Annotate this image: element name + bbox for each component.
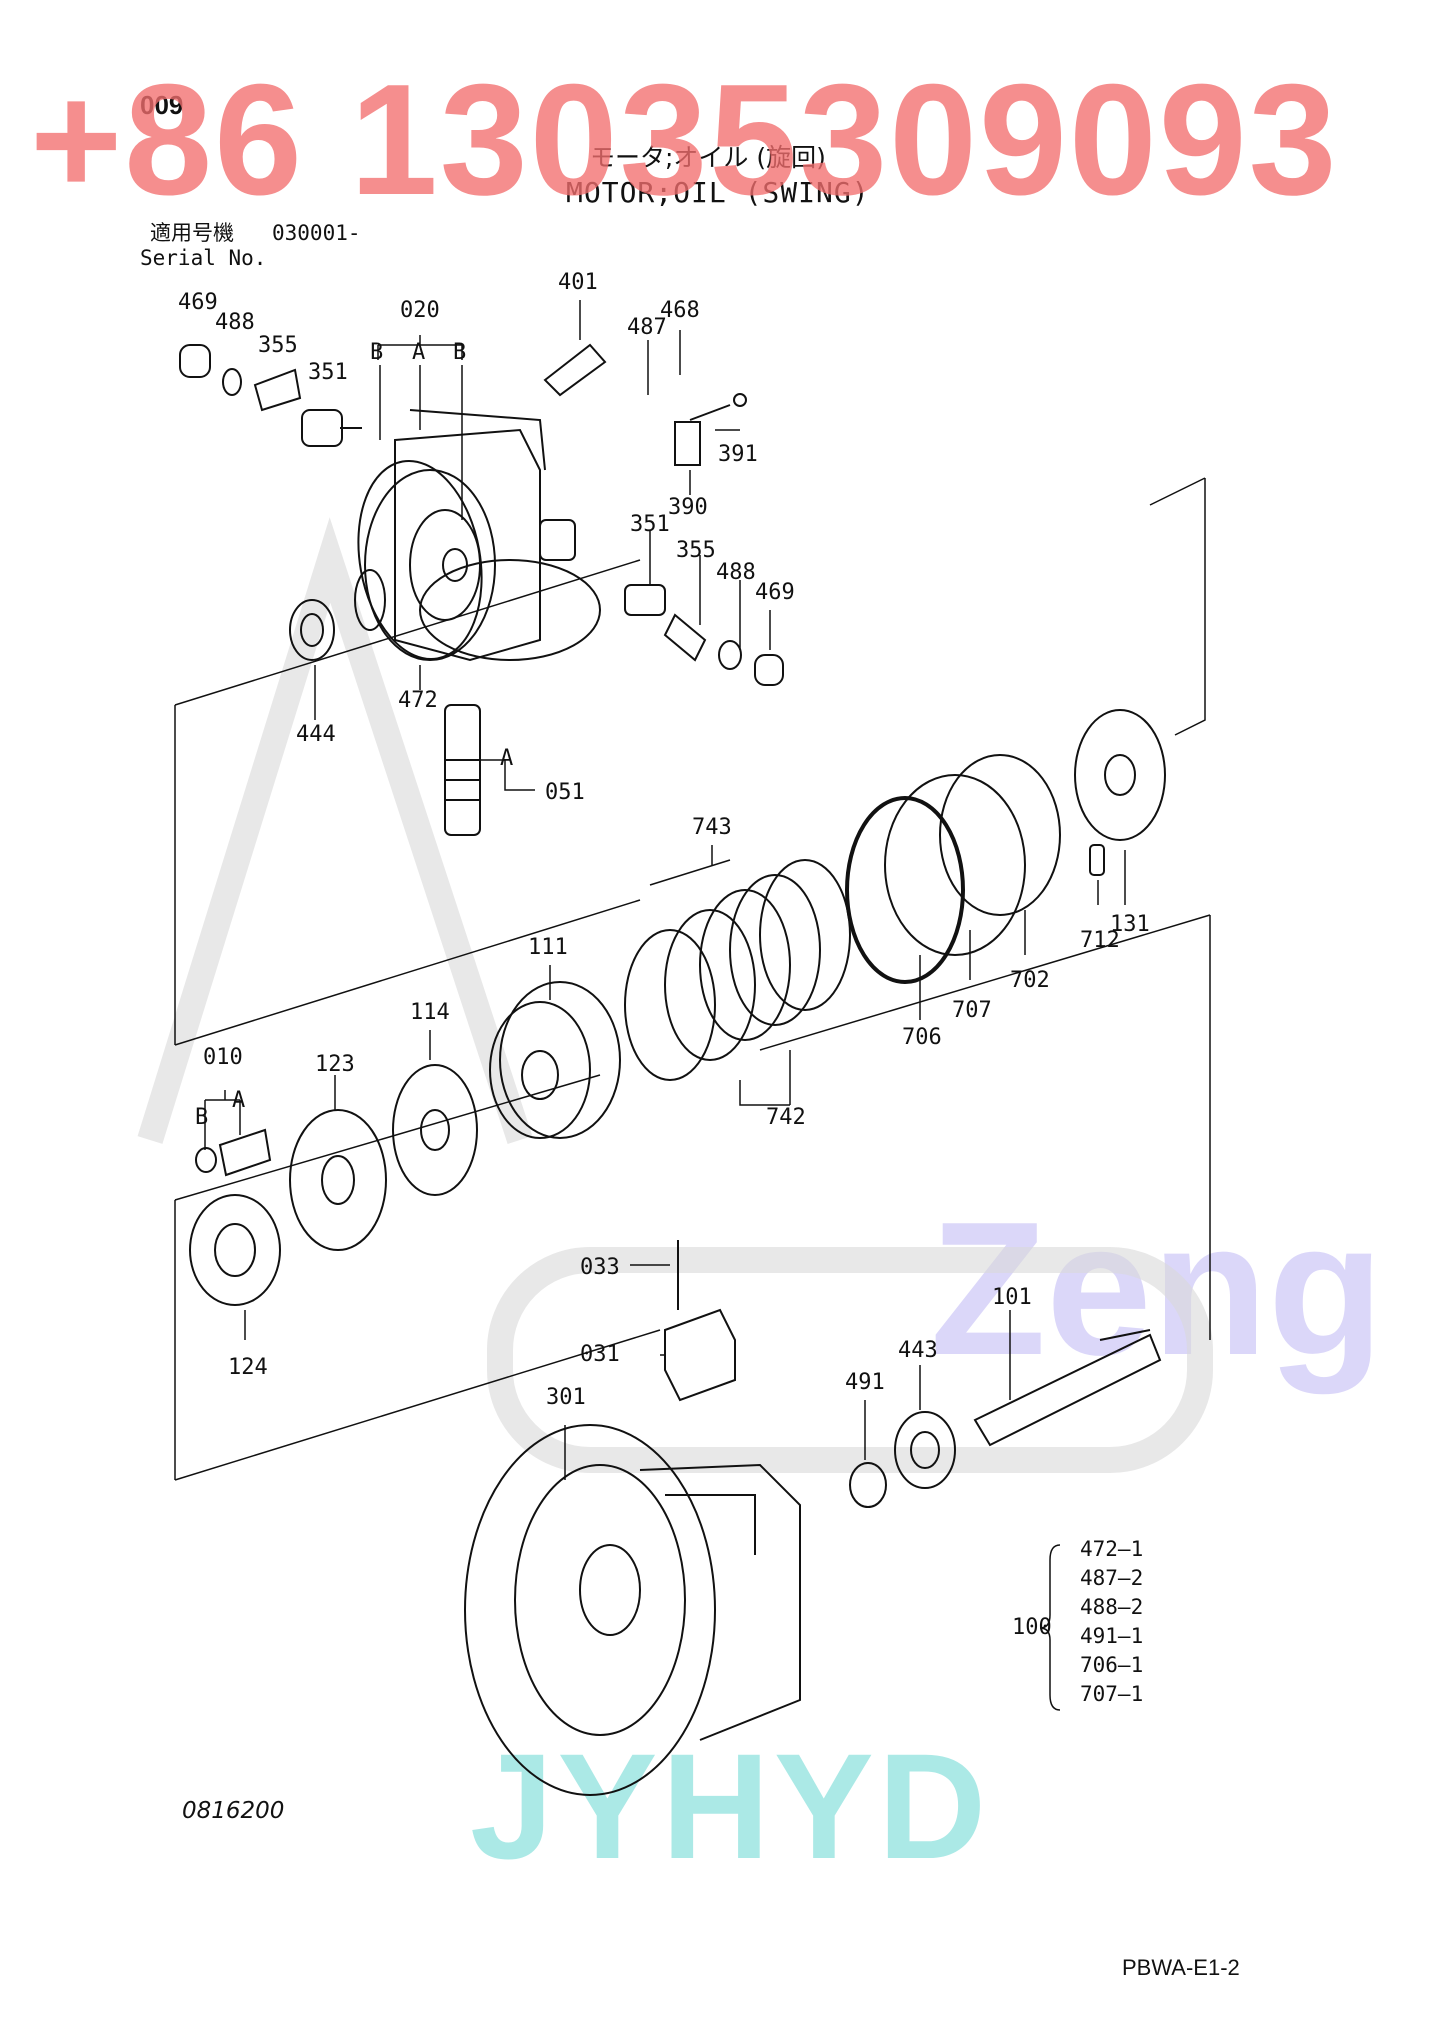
callout-111: 111 [528,935,568,960]
callout-010-b: B [195,1105,209,1130]
callout-301: 301 [546,1385,586,1410]
callout-468: 468 [660,298,700,323]
leader-lines [204,300,1126,1711]
piston-010-drawing [195,1128,272,1177]
callout-488-lower: 488 [716,560,756,585]
callout-487: 487 [627,315,667,340]
callout-355-upper: 355 [258,333,298,358]
callout-031: 031 [580,1342,620,1367]
callout-351-lower: 351 [630,512,670,537]
callout-124: 124 [228,1355,268,1380]
callout-100: 100 [1012,1615,1052,1640]
kit-item: 472—1 [1080,1537,1144,1561]
callout-131: 131 [1110,912,1150,937]
callout-491: 491 [845,1370,885,1395]
retainer-plate-114-drawing [392,1064,478,1196]
callout-051: 051 [545,780,585,805]
callout-020-a: A [412,340,426,365]
sheet-number: PBWA-E1-2 [1122,1955,1240,1980]
drawing-number: 0816200 [182,1798,285,1824]
friction-plates-drawing [624,859,851,1081]
title-english: MOTOR;OIL (SWING) [566,176,870,209]
callout-101: 101 [992,1285,1032,1310]
callout-712: 712 [1080,928,1120,953]
callout-401: 401 [558,270,598,295]
callout-123: 123 [315,1052,355,1077]
o-ring-472-drawing [357,459,483,661]
callout-707: 707 [952,998,992,1023]
callout-010: 010 [203,1045,243,1070]
callout-020: 020 [400,298,440,323]
callout-391: 391 [718,442,758,467]
callout-469-lower: 469 [755,580,795,605]
background-logo-shape [137,517,1213,1473]
callout-743: 743 [692,815,732,840]
brand-watermark: Zeng [930,1183,1384,1395]
assembly-boundary-lines [174,477,1211,1481]
callout-051-a: A [500,746,514,771]
title-japanese: モータ;オイル (旋回) [590,143,826,172]
callout-706: 706 [902,1025,942,1050]
plug-401-drawing [543,343,607,397]
callout-114: 114 [410,1000,450,1025]
callout-444: 444 [296,722,336,747]
shaft-101-drawing [973,1329,1162,1447]
kit-item: 488—2 [1080,1595,1144,1619]
phone-watermark: +86 13035309093 [30,52,1339,228]
callout-355-lower: 355 [676,538,716,563]
shoe-plate-123-drawing [289,1109,387,1251]
oil-seal-and-bearing-drawing [849,1411,956,1508]
callout-020-b-left: B [370,340,384,365]
callout-702: 702 [1010,968,1050,993]
serial-label-japanese: 適用号機 [150,221,234,245]
page-code: 009 [140,90,184,120]
serial-label-english: Serial No. [140,246,267,270]
kit-item: 491—1 [1080,1624,1144,1648]
bearing-444-drawing [289,599,335,661]
callout-351-upper: 351 [308,360,348,385]
serial-value: 030001- [272,221,361,245]
parts-390-391-drawing [674,393,747,466]
callout-469-upper: 469 [178,290,218,315]
callout-443: 443 [898,1338,938,1363]
cylinder-block-111-drawing [489,981,621,1139]
callout-742: 742 [766,1105,806,1130]
swash-plate-124-drawing [189,1194,281,1306]
kit-100-list: 472—1 487—2 488—2 491—1 706—1 707—1 [1080,1535,1143,1709]
kit-item: 487—2 [1080,1566,1144,1590]
relief-valve-parts-lower [624,584,784,686]
kit-item: 706—1 [1080,1653,1144,1677]
callout-033: 033 [580,1255,620,1280]
spool-051-drawing [444,704,481,836]
callout-020-b-right: B [453,340,467,365]
callout-472: 472 [398,688,438,713]
brake-rings-drawing [845,709,1166,984]
callout-488-upper: 488 [215,310,255,335]
housing-301-drawing [464,1424,801,1796]
callout-390: 390 [668,495,708,520]
kit-item: 707—1 [1080,1682,1144,1706]
valve-block-031-drawing [664,1240,736,1402]
relief-valve-parts-upper [179,344,362,447]
callout-010-a: A [232,1088,246,1113]
company-watermark: JYHYD [470,1722,991,1890]
valve-casing-drawing [354,409,601,662]
